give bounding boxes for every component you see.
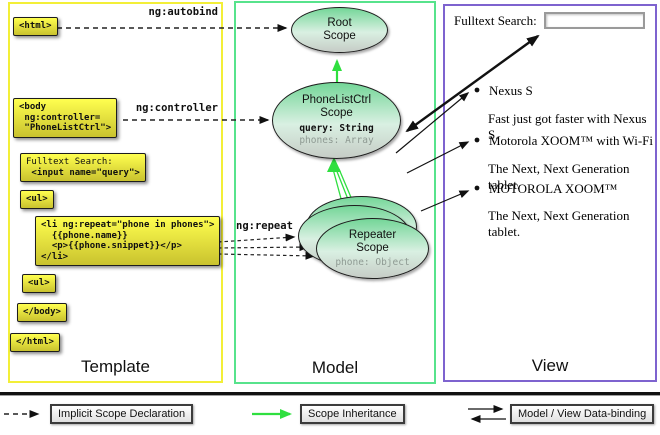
- view-panel-title: View: [531, 356, 569, 375]
- view-item-title: Motorola XOOM™ with Wi-Fi: [489, 133, 654, 148]
- code-box-li-repeat: <li ng:repeat="phone in phones"> {{phone…: [35, 216, 221, 266]
- phonelistctrl-phones-prop: phones: Array: [299, 135, 374, 146]
- view-item-desc: The Next, Next Generation tablet.: [488, 208, 630, 239]
- root-scope-name: Root Scope: [323, 17, 356, 42]
- ng-repeat-label: ng:repeat: [236, 220, 293, 232]
- code-box-html-open: <html>: [13, 17, 58, 36]
- template-panel: Template: [8, 2, 223, 383]
- code-box-html-close: </html>: [10, 333, 60, 352]
- model-panel: Model: [234, 1, 436, 384]
- repeater-scope-ellipse-front: Repeater Scope phone: Object: [316, 218, 429, 279]
- code-box-ul-2: <ul>: [22, 274, 56, 293]
- fulltext-search-input[interactable]: [544, 12, 645, 29]
- phonelistctrl-scope-name: PhoneListCtrl Scope: [301, 94, 372, 119]
- model-panel-title: Model: [311, 358, 359, 377]
- view-item-title: Nexus S: [489, 83, 533, 98]
- code-box-ul-1: <ul>: [20, 190, 54, 209]
- view-search-label: Fulltext Search:: [454, 13, 537, 28]
- code-fulltext-input: <input name="query">: [26, 167, 140, 178]
- template-panel-title: Template: [81, 357, 150, 376]
- phonelistctrl-scope-ellipse: PhoneListCtrl Scope query: String phones…: [272, 82, 401, 159]
- repeater-scope-name: Repeater Scope: [348, 228, 397, 254]
- legend-double-arrow: [468, 405, 506, 423]
- view-item-title: MOTOROLA XOOM™: [489, 181, 618, 196]
- repeater-phone-prop: phone: Object: [335, 256, 410, 268]
- legend-model-view-databinding: Model / View Data-binding: [510, 404, 655, 424]
- code-box-body-open: <body ng:controller= "PhoneListCtrl">: [13, 98, 118, 138]
- code-fulltext-label: Fulltext Search:: [26, 157, 113, 167]
- phonelistctrl-query-prop: query: String: [299, 123, 374, 134]
- legend-scope-inheritance: Scope Inheritance: [300, 404, 405, 424]
- legend-implicit-scope-declaration: Implicit Scope Declaration: [50, 404, 194, 424]
- root-scope-ellipse: Root Scope: [291, 7, 388, 53]
- ng-controller-label: ng:controller: [135, 102, 218, 114]
- view-item-desc: Fast just got faster with Nexus S.: [488, 111, 647, 142]
- code-box-body-close: </body>: [17, 303, 67, 322]
- ng-autobind-label: ng:autobind: [148, 6, 218, 18]
- code-box-fulltext-search: Fulltext Search: <input name="query">: [20, 153, 146, 182]
- legend-separator-line: [0, 392, 660, 396]
- view-item-desc: The Next, Next Generation tablet.: [488, 161, 630, 192]
